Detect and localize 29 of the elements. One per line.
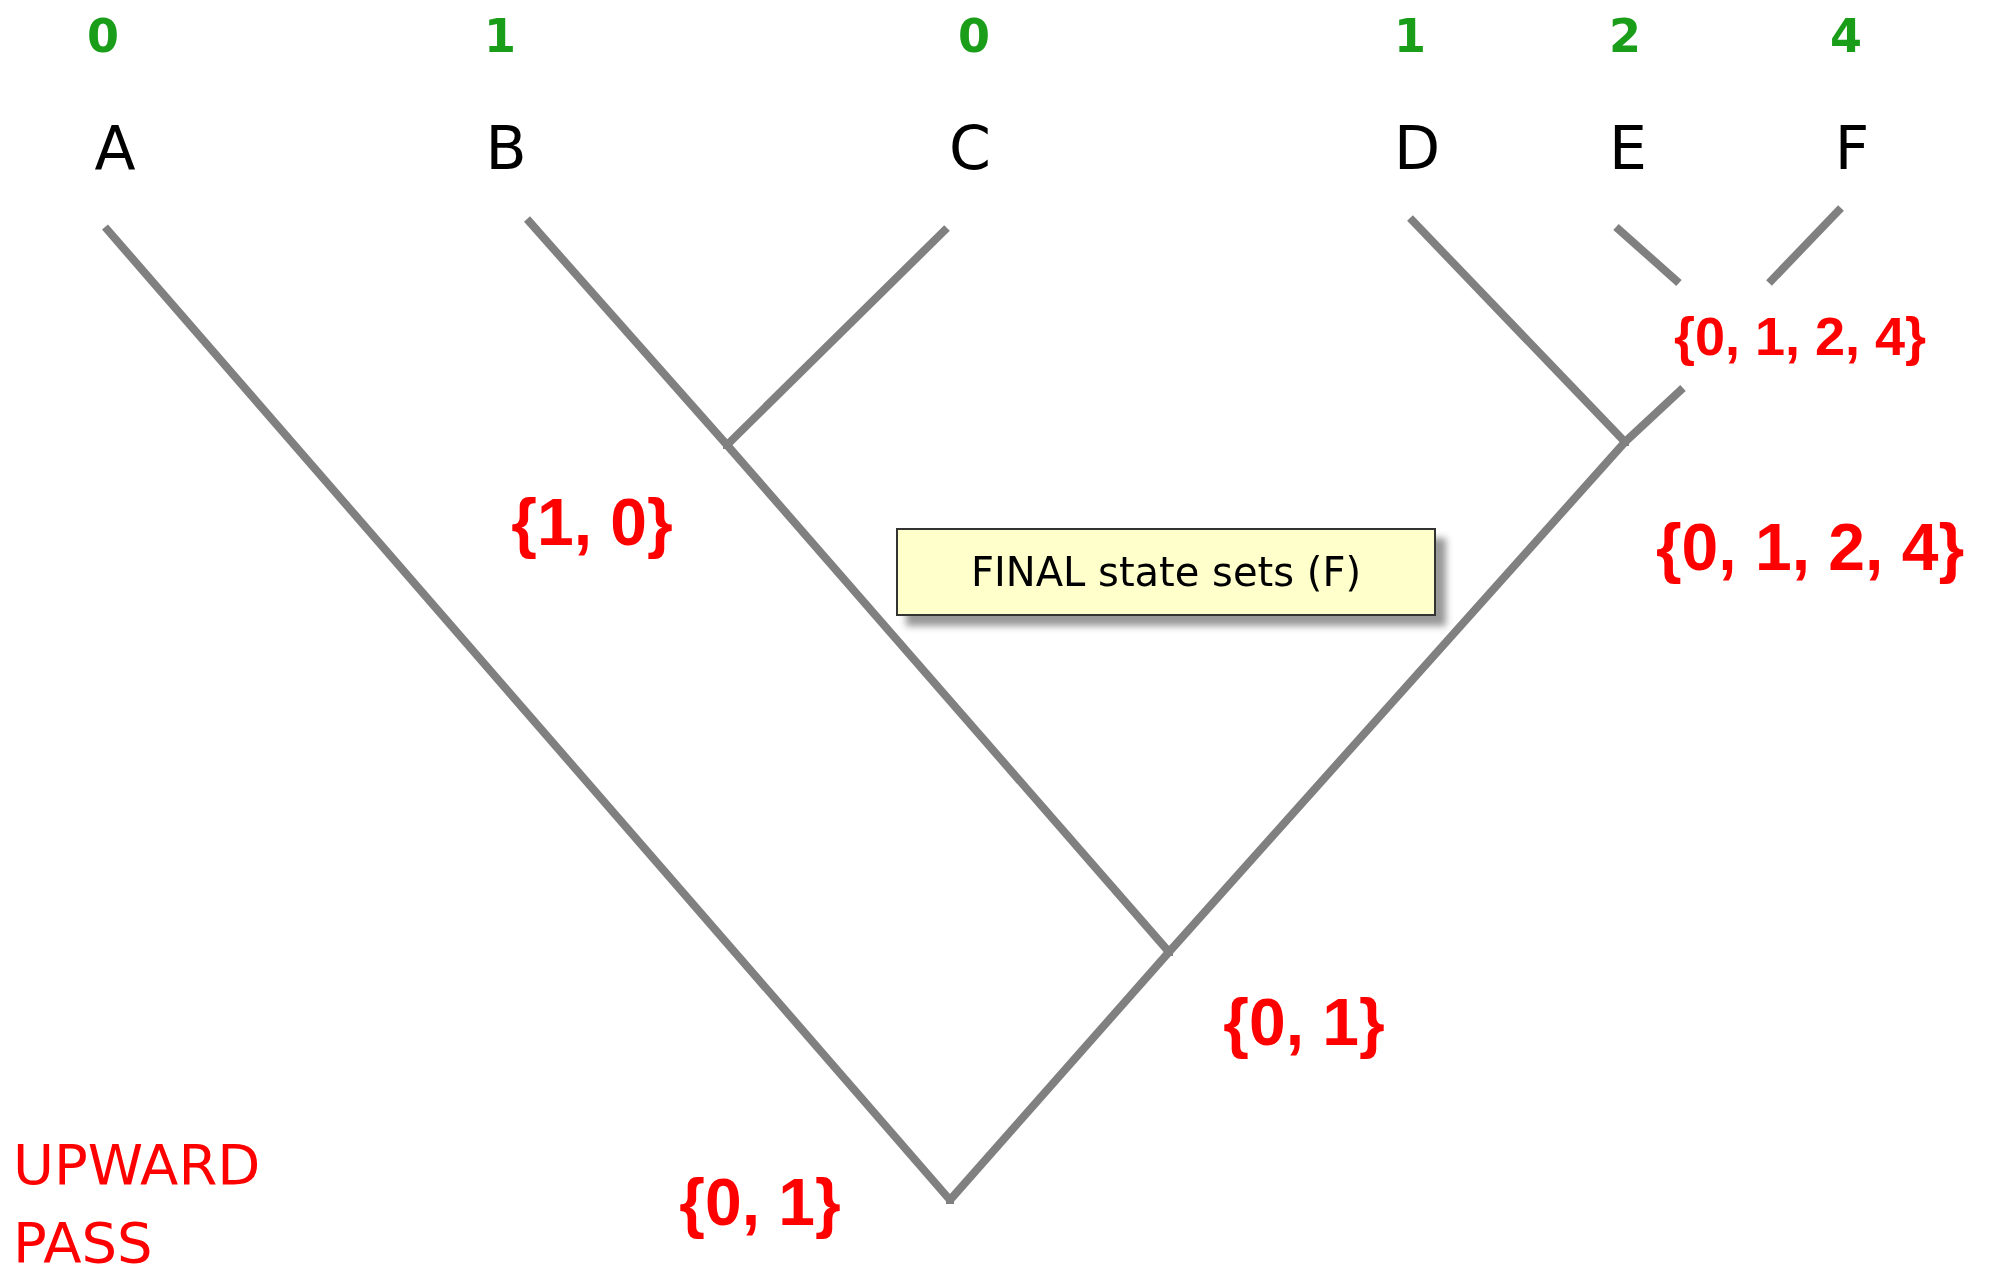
state-set-label: {1, 0}: [511, 484, 673, 560]
taxon-label: A: [93, 118, 137, 178]
tree-branch: [524, 216, 730, 448]
taxon-label: D: [1392, 118, 1442, 178]
tree-branch: [1166, 439, 1628, 955]
tooltip-text: FINAL state sets (F): [970, 549, 1361, 595]
state-set-label: {0, 1}: [1223, 984, 1385, 1060]
character-state: 1: [1394, 9, 1426, 63]
tree-branch: [1407, 215, 1628, 445]
tree-branch: [1613, 224, 1682, 286]
tree-branch: [1766, 205, 1844, 286]
state-set-label: {0, 1, 2, 4}: [1655, 509, 1965, 585]
tree-branch: [947, 949, 1172, 1203]
character-state: 4: [1830, 9, 1862, 63]
taxon-label: F: [1833, 118, 1871, 178]
tree-branch: [724, 225, 950, 448]
taxon-label: C: [948, 118, 992, 178]
character-state: 2: [1609, 9, 1641, 63]
tree-branch: [724, 442, 1172, 955]
pass-label: UPWARD PASS: [13, 1131, 262, 1272]
character-state: 0: [87, 9, 119, 63]
state-set-label: {0, 1, 2, 4}: [1673, 304, 1927, 367]
tooltip-box: [896, 528, 1436, 616]
taxon-label: B: [484, 118, 528, 178]
character-state: 1: [484, 9, 516, 63]
character-state: 0: [958, 9, 990, 63]
tree-branch: [1622, 385, 1686, 445]
taxon-label: E: [1608, 118, 1648, 178]
state-set-label: {0, 1}: [679, 1164, 841, 1240]
